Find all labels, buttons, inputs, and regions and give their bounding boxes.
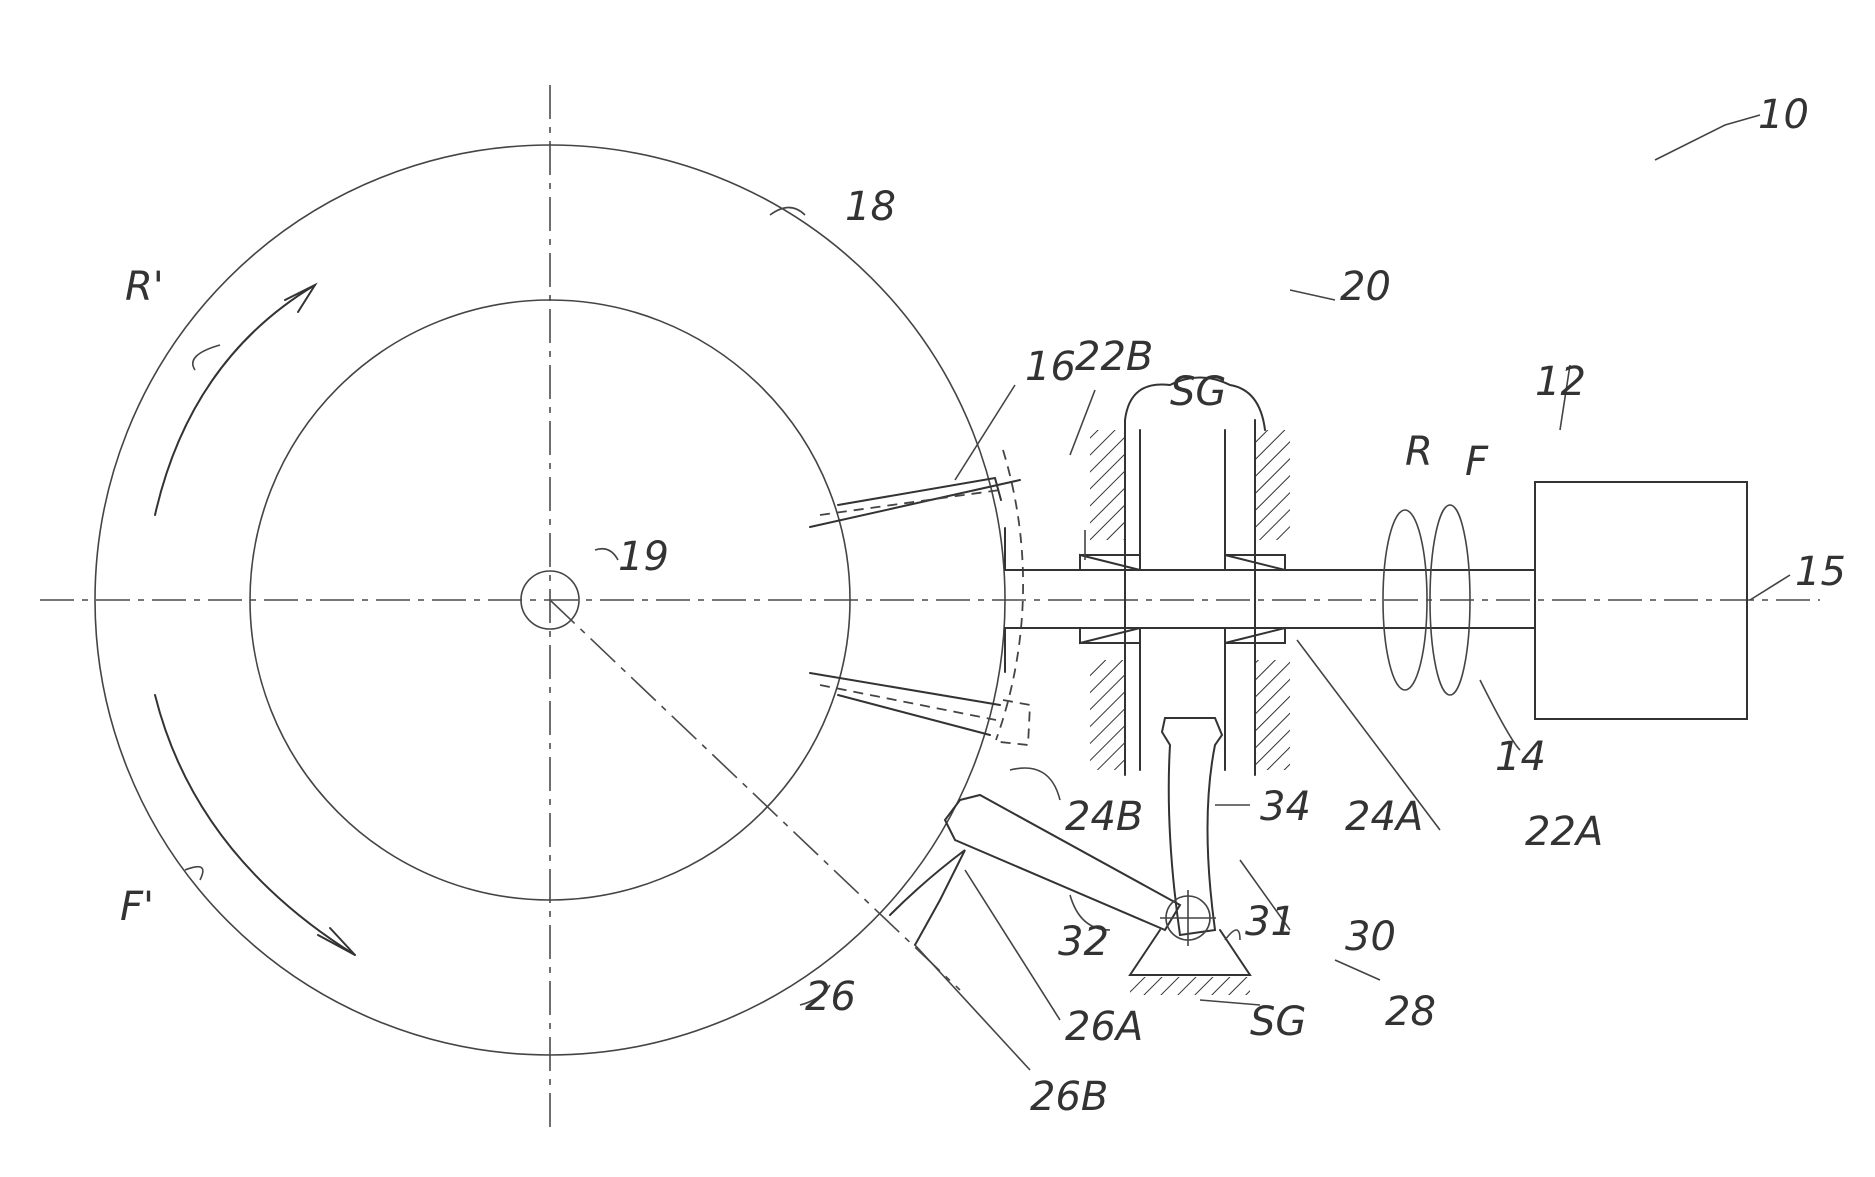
ground-hatch-lr xyxy=(1255,660,1290,770)
label-support-a: 24A xyxy=(1345,794,1423,840)
arrow-r-prime-head xyxy=(285,285,315,312)
support-lines xyxy=(1125,420,1255,775)
label-brake-lever: 30 xyxy=(1345,914,1396,960)
label-brake-shoe: 26 xyxy=(805,974,856,1020)
label-arm-lower: 32 xyxy=(1058,919,1109,965)
arrow-r-prime xyxy=(155,285,315,515)
bearing-lower-left xyxy=(1080,628,1140,643)
label-coupling: 16 xyxy=(1025,344,1076,390)
label-fig-ref: 10 xyxy=(1758,92,1809,138)
label-axis: 15 xyxy=(1795,549,1846,595)
label-assembly: 20 xyxy=(1340,264,1391,310)
arrow-f-prime xyxy=(155,695,355,955)
brake-arm-vertical xyxy=(1162,718,1222,935)
ground-hatch-ul xyxy=(1090,430,1125,540)
label-fwd-rot-shaft: F xyxy=(1465,439,1489,485)
hidden-block xyxy=(1000,700,1030,745)
label-rev-rot-wheel: R' xyxy=(125,264,164,310)
label-ground-bottom: SG xyxy=(1250,999,1306,1045)
bearing-upper-left xyxy=(1080,555,1140,570)
label-support-b: 24B xyxy=(1065,794,1143,840)
label-brake-mech: 28 xyxy=(1385,989,1436,1035)
ground-hatch-bottom xyxy=(1130,977,1250,995)
label-fwd-rot-wheel: F' xyxy=(120,884,154,930)
coupling-upper xyxy=(810,478,1020,527)
label-arm-vertical: 34 xyxy=(1260,784,1311,830)
label-motor: 12 xyxy=(1535,359,1586,405)
label-shoe-a: 26A xyxy=(1065,1004,1143,1050)
label-ground-top: SG xyxy=(1170,369,1226,415)
label-shaft: 14 xyxy=(1495,734,1546,780)
brake-shoe xyxy=(890,850,965,945)
label-bearing-lower: 22A xyxy=(1525,809,1603,855)
brake-arm-lower xyxy=(945,795,1180,930)
label-center: 19 xyxy=(618,534,669,580)
arrow-f-prime-head xyxy=(318,928,355,955)
pivot-base xyxy=(1130,930,1250,975)
label-shoe-b: 26B xyxy=(1030,1074,1108,1120)
label-pivot: 31 xyxy=(1245,899,1296,945)
label-rev-rot-shaft: R xyxy=(1405,429,1433,475)
ground-hatch-ur xyxy=(1255,430,1290,540)
label-pulley-outer: 18 xyxy=(845,184,896,230)
label-bearing-upper: 22B xyxy=(1075,334,1153,380)
radial-dash-line xyxy=(550,600,960,990)
ground-hatch-ll xyxy=(1090,660,1125,770)
leaders xyxy=(185,115,1790,1070)
